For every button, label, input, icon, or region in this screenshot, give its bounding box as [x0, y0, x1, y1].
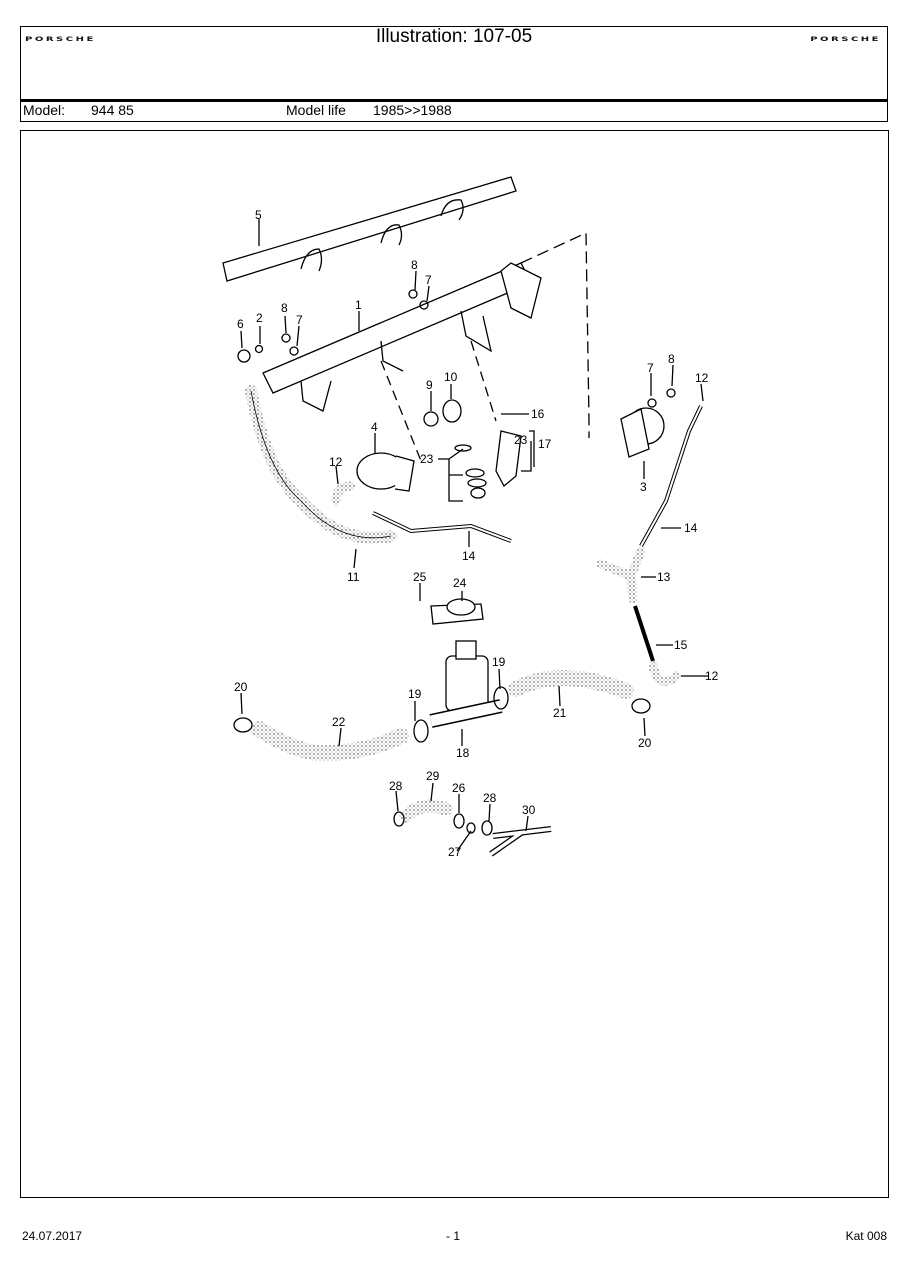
callout-26: 26	[452, 781, 466, 795]
callout-12-left: 12	[329, 455, 343, 469]
callout-28-right: 28	[483, 791, 497, 805]
callout-13: 13	[657, 570, 671, 584]
fuel-rail	[262, 262, 532, 394]
callout-19-left: 19	[408, 687, 422, 701]
callout-27: 27	[448, 845, 462, 859]
callout-4: 4	[371, 420, 378, 434]
callout-21: 21	[553, 706, 567, 720]
callout-30: 30	[522, 803, 536, 817]
callout-24: 24	[453, 576, 467, 590]
callout-17: 17	[538, 437, 552, 451]
idle-valve	[445, 655, 489, 712]
callout-10: 10	[444, 370, 458, 384]
callout-12-right: 12	[695, 371, 709, 385]
callout-23-left: 23	[420, 452, 434, 466]
callout-22: 22	[332, 715, 346, 729]
callout-8-right: 8	[668, 352, 675, 366]
callout-29: 29	[426, 769, 440, 783]
callout-14-lower: 14	[462, 549, 476, 563]
callout-15: 15	[674, 638, 688, 652]
model-row: Model: 944 85 Model life 1985>>1988	[21, 102, 887, 120]
parts-diagram: 5 1 3 4 2 6 7 7 7 8 8 8 9 10 11 12 12 12…	[222, 176, 719, 859]
model-life-label: Model life	[286, 102, 346, 118]
callout-9: 9	[426, 378, 433, 392]
callout-16: 16	[531, 407, 545, 421]
header-divider	[21, 99, 887, 102]
model-life-value: 1985>>1988	[373, 102, 452, 118]
footer-page: - 1	[446, 1229, 461, 1243]
callout-labels: 5 1 3 4 2 6 7 7 7 8 8 8 9 10 11 12 12 12…	[234, 208, 719, 859]
callout-25: 25	[413, 570, 427, 584]
callout-7-right: 7	[647, 361, 654, 375]
porsche-logo-right: PORSCHE	[810, 36, 881, 43]
callout-14-right: 14	[684, 521, 698, 535]
footer-catalog: Kat 008	[845, 1229, 887, 1243]
callout-7-left: 7	[296, 313, 303, 327]
rail-cover	[222, 176, 517, 282]
callout-1: 1	[355, 298, 362, 312]
callout-20-left: 20	[234, 680, 248, 694]
callout-2: 5	[255, 208, 262, 222]
callout-3: 3	[640, 480, 647, 494]
footer-date: 24.07.2017	[22, 1229, 83, 1243]
callout-7-top: 7	[425, 273, 432, 287]
porsche-logo-left: PORSCHE	[25, 36, 96, 43]
callout-12-lower: 12	[705, 669, 719, 683]
callout-8-top: 8	[411, 258, 418, 272]
callout-20-right: 20	[638, 736, 652, 750]
callout-6: 6	[237, 317, 244, 331]
diagram-frame: 5 1 3 4 2 6 7 7 7 8 8 8 9 10 11 12 12 12…	[20, 130, 889, 1198]
callout-11: 11	[347, 570, 360, 584]
callout-18: 18	[456, 746, 470, 760]
model-value: 944 85	[91, 102, 134, 118]
callout-28-left: 28	[389, 779, 403, 793]
header-frame: PORSCHE Illustration: 107-05 PORSCHE Mod…	[20, 26, 888, 122]
callout-19-right: 19	[492, 655, 506, 669]
illustration-title: Illustration: 107-05	[375, 26, 533, 47]
callout-8-left: 8	[281, 301, 288, 315]
model-label: Model:	[23, 102, 66, 118]
injector	[495, 430, 522, 488]
callout-23-right: 23	[514, 433, 528, 447]
callout-5: 2	[256, 311, 263, 325]
